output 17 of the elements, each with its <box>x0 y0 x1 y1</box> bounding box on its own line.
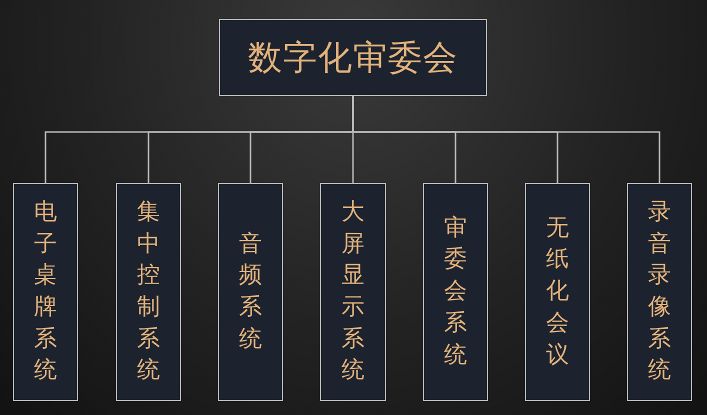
system-label: 集中控制系统 <box>137 198 160 386</box>
system-box <box>627 183 692 401</box>
root-box <box>219 19 487 96</box>
system-label: 大屏显示系统 <box>342 198 364 386</box>
system-box <box>320 183 386 401</box>
connector-line <box>352 96 660 183</box>
system-box <box>423 183 488 401</box>
system-label: 审委会系统 <box>444 214 467 370</box>
system-label: 电子桌牌系统 <box>34 198 57 386</box>
system-box <box>218 183 283 401</box>
system-label: 无纸化会议 <box>546 214 569 370</box>
title-text: 数字化审委会 <box>248 36 458 80</box>
system-box <box>13 183 78 401</box>
system-label: 音频系统 <box>239 230 262 354</box>
system-box <box>116 183 181 401</box>
system-label: 录音录像系统 <box>648 198 671 386</box>
system-box <box>525 183 590 401</box>
